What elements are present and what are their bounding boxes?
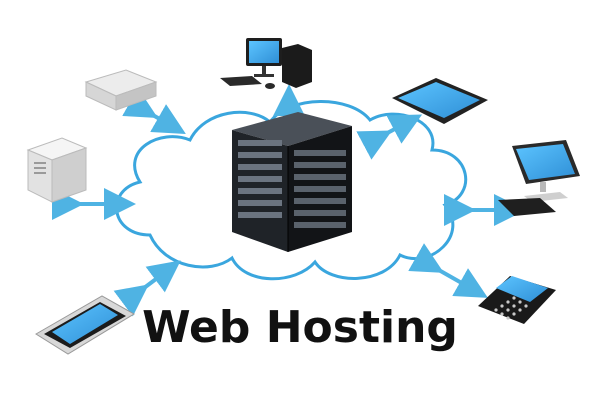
blackberry-phone-icon (478, 276, 556, 324)
arrow-tablet (356, 114, 423, 160)
arrow-switch (122, 88, 186, 134)
connector-arrows (52, 84, 526, 317)
smartphone-icon (35, 295, 135, 355)
server-rack-icon (232, 112, 352, 252)
tower-server-icon (26, 137, 88, 203)
desktop-computer-icon (220, 38, 312, 89)
tablet-icon (392, 78, 488, 124)
headline-title: Web Hosting (142, 302, 458, 353)
arrow-blackberry (408, 243, 488, 298)
network-switch-icon (84, 69, 158, 111)
arrow-smartphone (113, 260, 181, 317)
monitor-computer-icon (498, 140, 580, 216)
